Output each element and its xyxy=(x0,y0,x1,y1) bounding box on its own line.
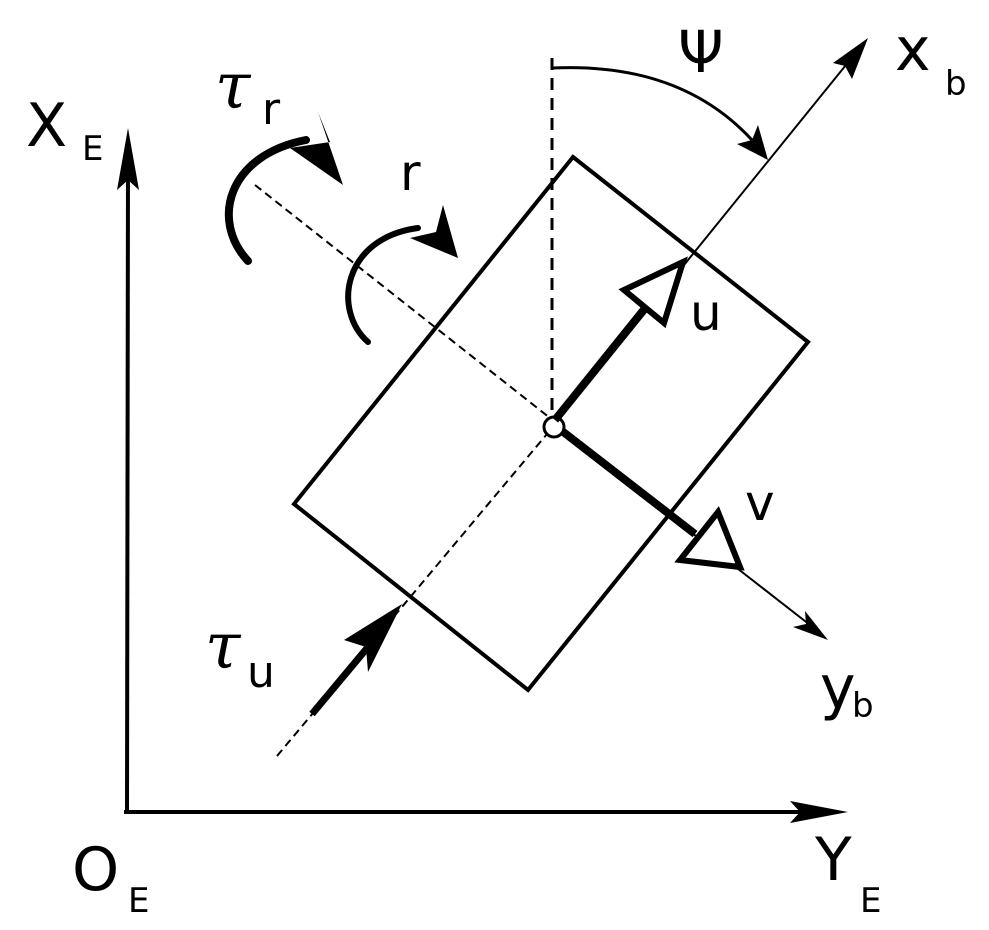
earth-x-label: X xyxy=(26,91,67,161)
yaw-torque-label: τ xyxy=(215,50,252,124)
earth-y-subscript: E xyxy=(860,881,881,921)
transverse-dashed-line xyxy=(254,184,551,419)
sway-velocity-arrow xyxy=(559,427,745,571)
surge-force-arrowhead xyxy=(344,604,402,672)
vessel-hull xyxy=(291,154,811,693)
surge-force-arrow xyxy=(309,604,402,717)
sway-velocity-arrowhead xyxy=(674,506,745,571)
earth-x-axis-arrowhead xyxy=(117,128,139,190)
surge-velocity-label: u xyxy=(690,284,722,342)
body-x-subscript: b xyxy=(945,64,967,104)
labels: X E Y E O E x b y b Ψ u v r τ r τ u xyxy=(26,15,967,921)
origin-label: O xyxy=(72,835,119,905)
yaw-torque-arrowhead xyxy=(290,112,343,185)
yaw-torque-subscript: r xyxy=(262,84,281,135)
surge-force-subscript: u xyxy=(247,647,275,698)
yaw-rate-arrow xyxy=(345,205,458,345)
body-y-axis-arrowhead xyxy=(793,611,828,640)
body-y-subscript: b xyxy=(852,686,874,726)
body-y-label: y xyxy=(820,653,856,723)
earth-x-subscript: E xyxy=(82,129,103,169)
body-x-label: x xyxy=(895,15,931,85)
surge-velocity-arrow xyxy=(551,256,688,423)
earth-y-axis-arrowhead xyxy=(790,801,848,823)
yaw-torque-arrow xyxy=(224,112,343,265)
heading-angle-arrowhead xyxy=(737,125,768,160)
earth-x-axis xyxy=(125,159,130,814)
origin-subscript: E xyxy=(128,881,149,921)
yaw-rate-arrowhead xyxy=(410,205,458,258)
surge-force-label: τ xyxy=(205,610,242,684)
yaw-rate-label: r xyxy=(400,144,421,202)
heading-angle-arc xyxy=(551,66,768,160)
body-x-axis-arrowhead xyxy=(833,38,868,79)
sway-velocity-label: v xyxy=(745,474,775,532)
earth-y-label: Y xyxy=(814,825,852,895)
heading-angle-label: Ψ xyxy=(678,18,724,86)
earth-frame xyxy=(117,128,848,823)
surge-velocity-arrowhead xyxy=(618,256,688,329)
